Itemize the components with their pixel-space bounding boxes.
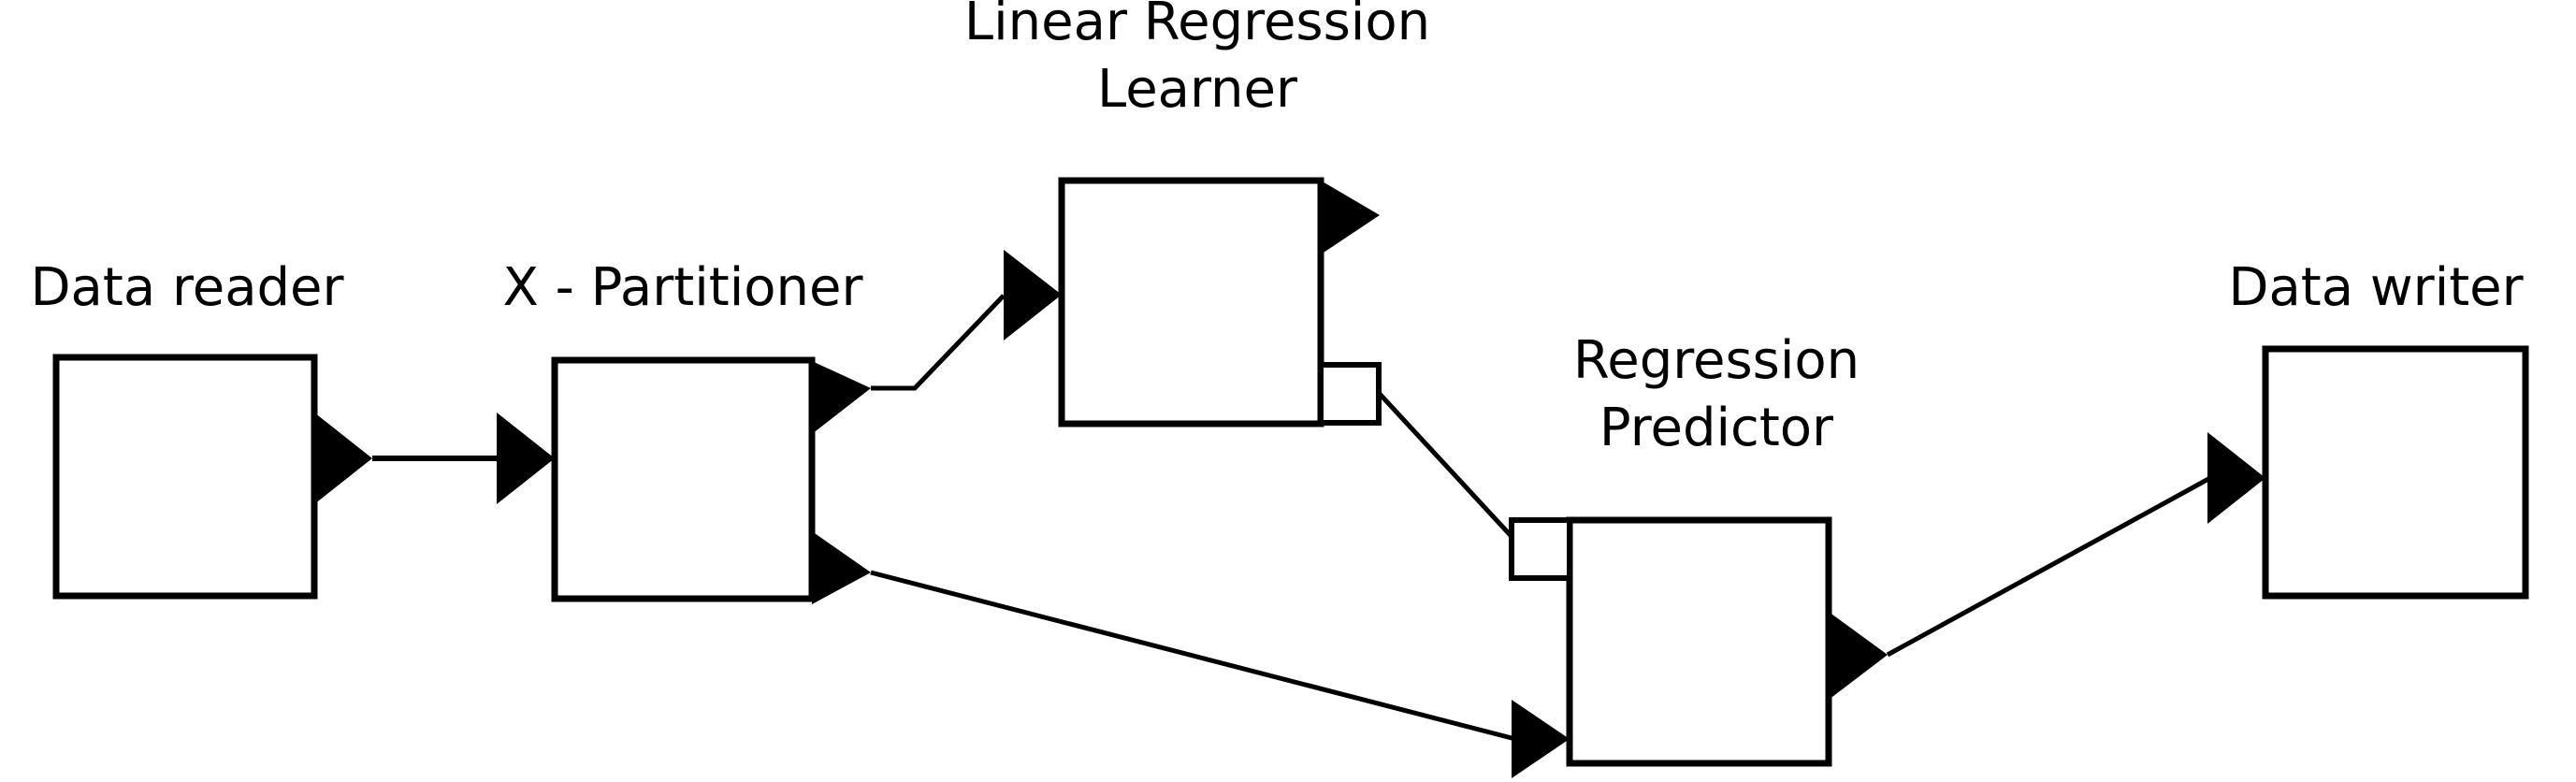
data-writer-label: Data writer (2228, 257, 2524, 318)
data-reader-output-port-icon[interactable] (314, 413, 372, 504)
node-regression-predictor[interactable] (1509, 516, 1888, 778)
linear-regression-learner-label-line-2: Learner (1097, 59, 1297, 120)
x-partitioner-label: X - Partitioner (502, 257, 863, 318)
data-reader-label: Data reader (30, 257, 344, 318)
linear-regression-learner-label-line-1: Linear Regression (963, 0, 1431, 52)
linear-regression-learner-input-port-icon[interactable] (1004, 250, 1062, 340)
node-data-reader[interactable] (52, 354, 372, 600)
data-writer-input-port-icon[interactable] (2207, 432, 2265, 524)
linear-regression-learner-box[interactable] (1058, 177, 1324, 427)
edge-learner-to-predictor[interactable] (1377, 391, 1519, 544)
linear-regression-learner-model-output-port-icon[interactable] (1318, 362, 1382, 426)
regression-predictor-model-input-port-icon[interactable] (1509, 517, 1572, 581)
x-partitioner-output-port-bottom-icon[interactable] (812, 531, 871, 604)
regression-predictor-label-line-2: Predictor (1599, 398, 1834, 458)
node-data-writer[interactable] (2207, 345, 2529, 600)
x-partitioner-output-port-top-icon[interactable] (812, 361, 871, 434)
edge-predictor-to-writer[interactable] (1886, 475, 2212, 658)
node-x-partitioner[interactable] (497, 356, 871, 604)
edge-partitioner-to-learner[interactable] (871, 294, 1006, 391)
regression-predictor-output-port-icon[interactable] (1829, 612, 1888, 700)
data-reader-box[interactable] (52, 354, 318, 600)
regression-predictor-box[interactable] (1566, 516, 1832, 767)
node-linear-regression-learner[interactable] (1004, 177, 1382, 427)
edge-layer (372, 294, 2212, 742)
linear-regression-learner-output-port-icon[interactable] (1321, 181, 1380, 254)
edge-partitioner-to-predictor[interactable] (870, 570, 1516, 742)
x-partitioner-box[interactable] (551, 356, 816, 602)
regression-predictor-label-line-1: Regression (1572, 330, 1860, 391)
data-writer-box[interactable] (2262, 345, 2529, 600)
x-partitioner-input-port-icon[interactable] (497, 413, 555, 504)
regression-predictor-input-port-icon[interactable] (1512, 700, 1570, 778)
